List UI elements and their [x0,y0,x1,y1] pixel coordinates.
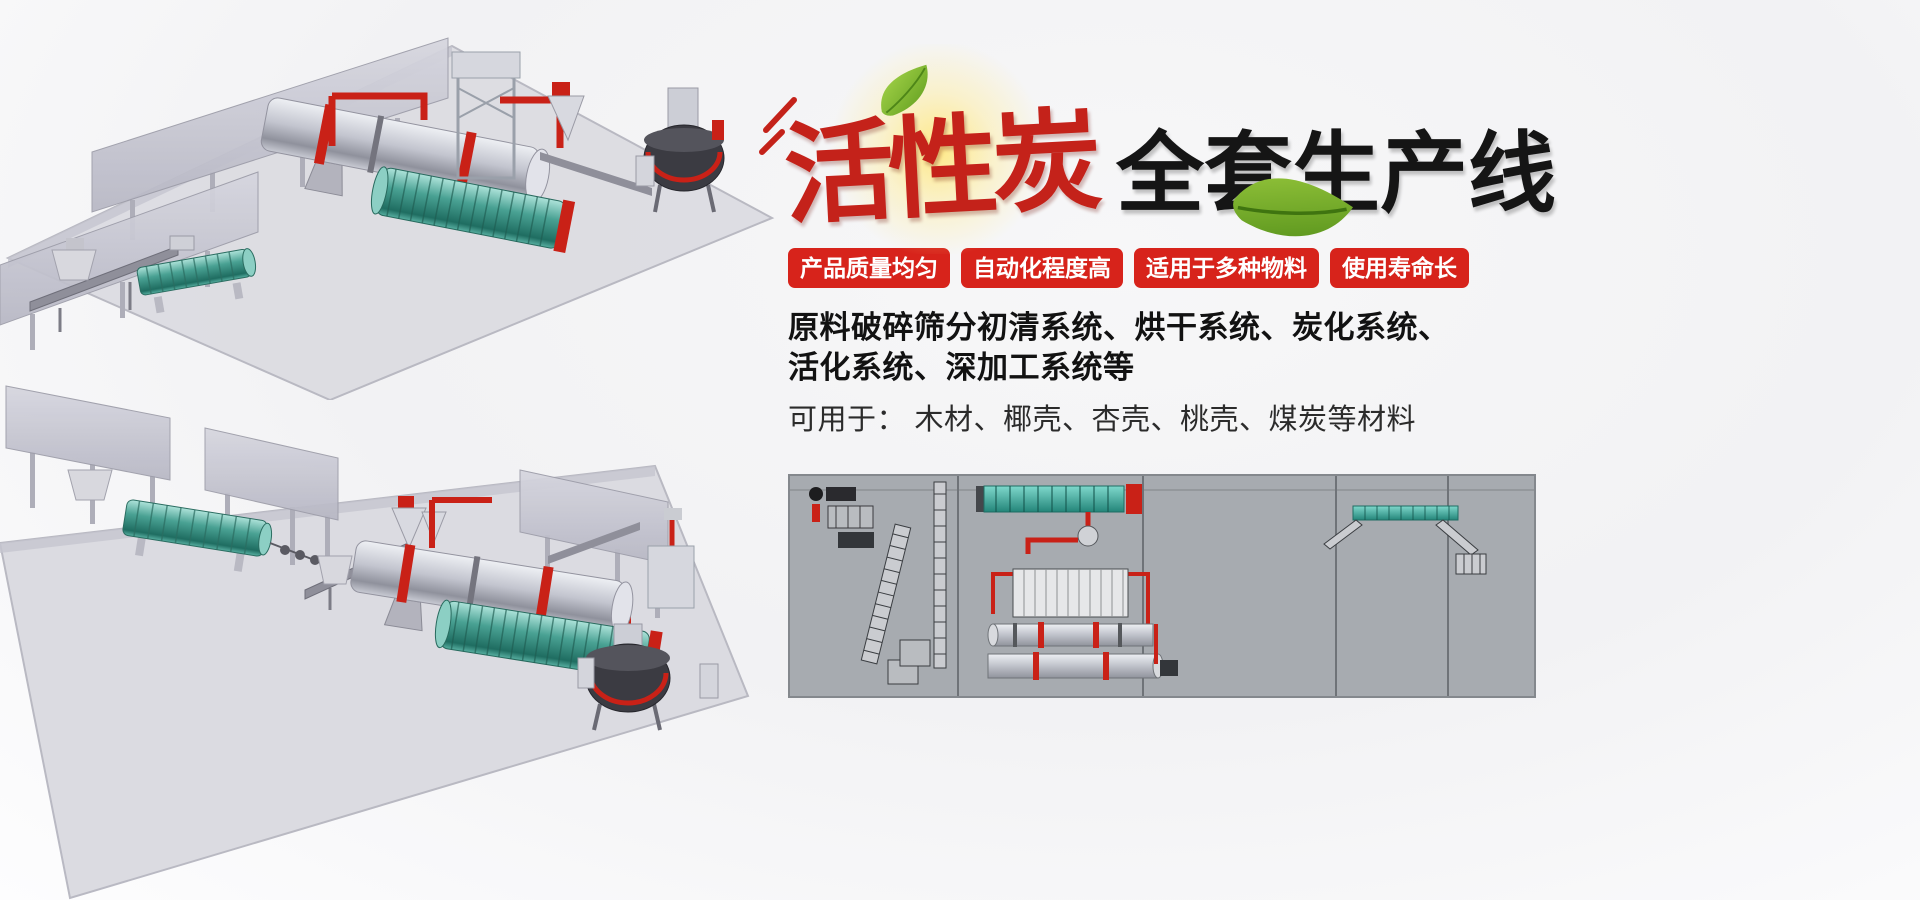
production-line-schematic [788,474,1536,698]
crusher-unit [809,487,874,548]
control-box [899,639,931,667]
feed-hopper [67,469,113,501]
feed-conveyor [29,235,195,332]
cyclone-piping [1025,512,1099,554]
activation-furnace [577,623,719,731]
badge-materials: 适用于多种物料 [1134,248,1319,288]
feature-badges: 产品质量均匀 自动化程度高 适用于多种物料 使用寿命长 [788,248,1578,288]
hero-title: 活性炭全套生产线 [759,44,1578,254]
activator-top-view [987,652,1164,680]
description-line-1: 原料破碎筛分初清系统、烘干系统、炭化系统、 [788,310,1450,345]
carbonization-drum [370,166,576,253]
screening-drum [122,499,273,572]
transfer-conveyor [540,152,652,196]
center-hopper [317,555,353,585]
applicable-materials: 可用于： 木材、椰壳、杏壳、桃壳、煤炭等材料 [788,404,1417,436]
bucket-elevator [933,481,947,669]
carbonizer-top-view [987,622,1154,648]
speed-lines-icon [759,97,797,155]
transfer-conveyor [548,522,640,564]
dryer-top-view [976,484,1142,514]
incline-belt [860,523,912,665]
glow-flare-icon [818,44,1058,254]
content-column: 活性炭全套生产线 产品 [759,0,1578,703]
fan-unit [1160,660,1178,676]
storage-silo [647,508,695,609]
leaf-icon [881,64,928,116]
badge-lifespan: 使用寿命长 [1330,248,1469,288]
cooler-grid [991,568,1150,624]
screening-drum [136,248,257,314]
badge-quality: 产品质量均匀 [788,248,950,288]
machinery-render-top [0,37,775,400]
feed-hopper [51,238,97,281]
wall-panels [5,385,669,618]
leaf-icon [1233,178,1353,237]
cyclone-separator [547,82,585,142]
system-description: 原料破碎筛分初清系统、烘干系统、炭化系统、 活化系统、深加工系统等 [788,308,1578,388]
machinery-render-bottom [0,385,750,900]
packing-conveyor [1323,505,1487,575]
activation-furnace [635,87,725,213]
elevator-tower [451,51,521,180]
badge-automation: 自动化程度高 [961,248,1123,288]
description-line-2: 活化系统、深加工系统等 [788,350,1135,385]
